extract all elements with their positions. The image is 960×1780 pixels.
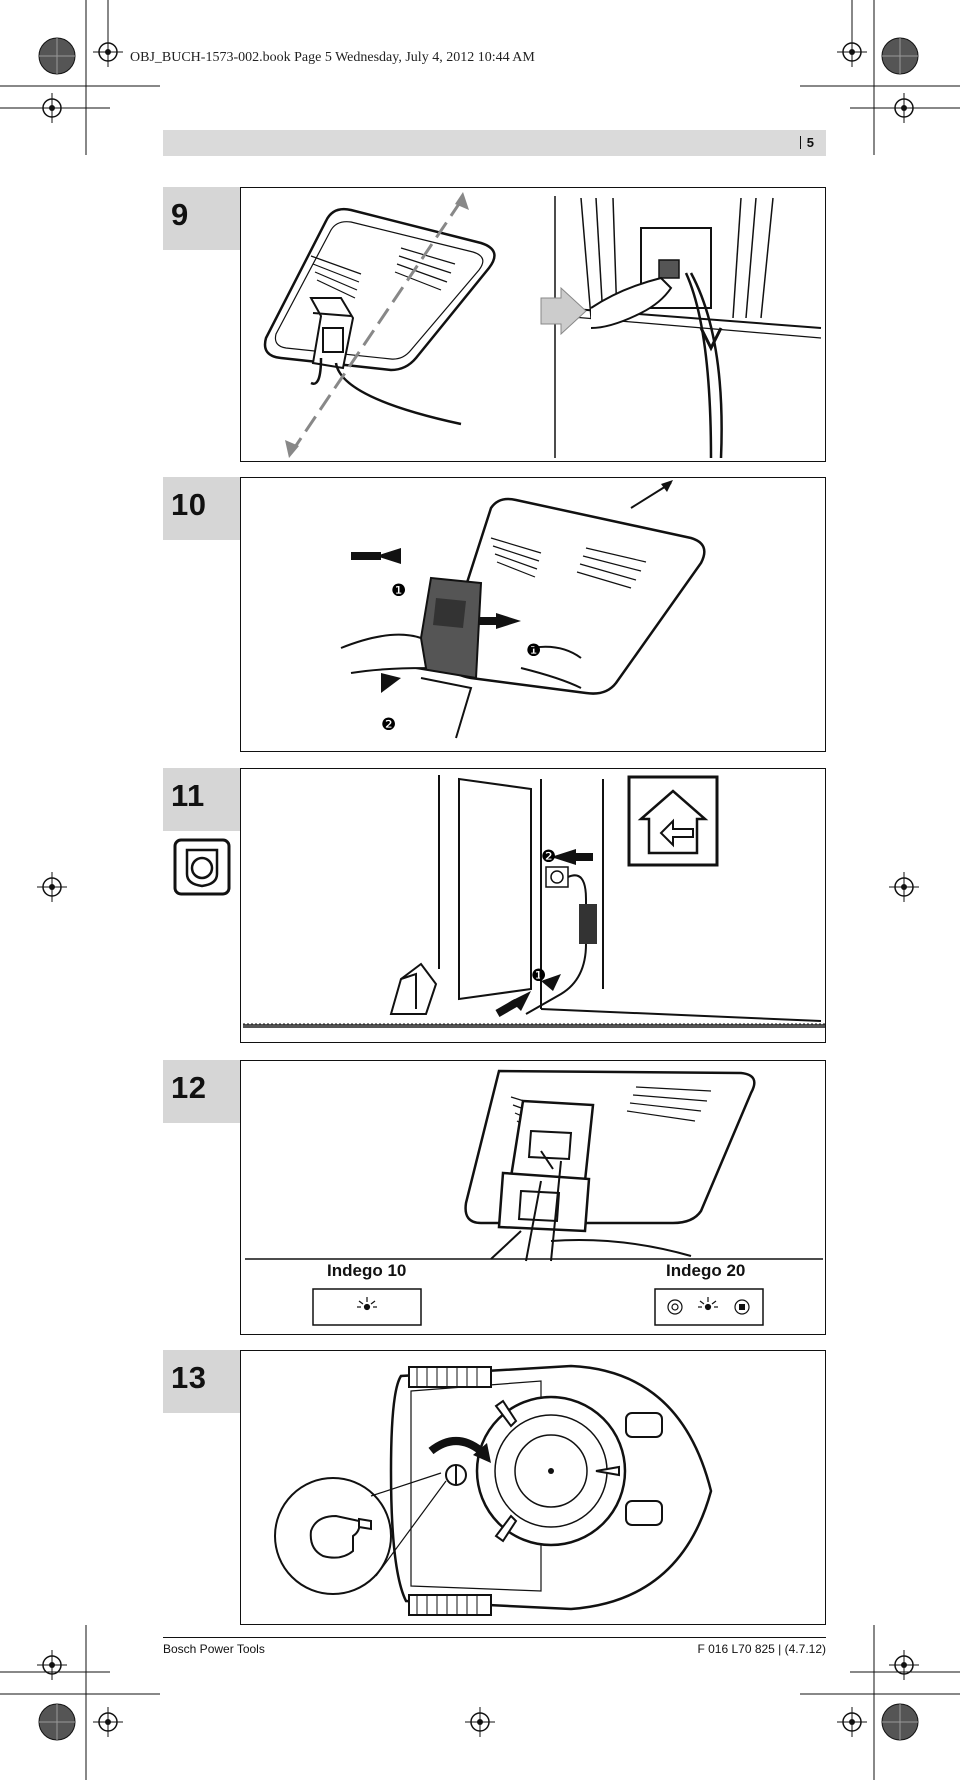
- mower-underside-blade-disc-figure: [274, 1364, 713, 1616]
- charging-station-wire-routing-figure: [263, 192, 822, 459]
- step-12-illustration: Indego 10 Indego 20: [240, 1060, 826, 1335]
- indego-20-stop-button-icon: [734, 1299, 750, 1315]
- indego-10-led-icon: [357, 1297, 377, 1311]
- step-number-9: 9: [163, 187, 240, 250]
- footer-brand: Bosch Power Tools: [163, 1642, 265, 1656]
- crosshair-mark-left-lower: [37, 1650, 67, 1680]
- crosshair-mark-right-middle: [889, 872, 919, 902]
- crosshair-mark-right-upper: [889, 93, 919, 123]
- registration-mark-top-right-dark: [881, 37, 919, 75]
- indego-20-led-icon: [698, 1297, 718, 1311]
- indego-10-indicator-panel: [312, 1288, 422, 1326]
- protection-class-icon: [173, 838, 231, 896]
- callout-1-station: ❶: [531, 966, 546, 986]
- step-13-illustration: [240, 1350, 826, 1625]
- crosshair-mark-left-upper: [37, 93, 67, 123]
- step-number-12: 12: [163, 1060, 240, 1123]
- wheel-top: [408, 1366, 492, 1388]
- step-number-13: 13: [163, 1350, 240, 1413]
- indego-20-indicator-panel: [654, 1288, 764, 1326]
- callout-2: ❷: [381, 715, 396, 735]
- crosshair-mark-bottom-center: [465, 1707, 495, 1737]
- print-slug: OBJ_BUCH-1573-002.book Page 5 Wednesday,…: [130, 50, 535, 65]
- crosshair-mark-top-right: [837, 37, 867, 67]
- indego-20-label: Indego 20: [666, 1261, 746, 1280]
- footer-rule: [163, 1637, 826, 1638]
- registration-mark-top-left-dark: [38, 37, 76, 75]
- charging-station-led-figure: [245, 1069, 823, 1326]
- callout-2-socket: ❷: [541, 847, 556, 867]
- crosshair-mark-right-lower: [889, 1650, 919, 1680]
- registration-mark-bottom-left-dark: [38, 1703, 76, 1741]
- power-supply-connection-figure: ❷ ❶: [243, 775, 825, 1028]
- indego-20-home-button-icon: [667, 1299, 683, 1315]
- blade: [595, 1465, 620, 1477]
- callout-1-right: ❶: [526, 641, 541, 661]
- indego-10-label: Indego 10: [327, 1261, 407, 1280]
- blade: [494, 1399, 518, 1428]
- blade: [494, 1514, 518, 1543]
- crosshair-mark-bottom-left: [93, 1707, 123, 1737]
- wheel-bottom: [408, 1594, 492, 1616]
- step-10-illustration: ❶ ❶ ❷: [240, 477, 826, 752]
- step-number-11: 11: [163, 768, 240, 831]
- step-11-illustration: ❷ ❶: [240, 768, 826, 1043]
- footer-document-number: F 016 L70 825 | (4.7.12): [697, 1642, 826, 1656]
- step-9-illustration: [240, 187, 826, 462]
- crosshair-mark-top-left: [93, 37, 123, 67]
- step-number-10: 10: [163, 477, 240, 540]
- registration-mark-bottom-right-dark: [881, 1703, 919, 1741]
- charging-station-lid-removal-figure: ❶ ❶ ❷: [340, 480, 706, 739]
- page-number: 5: [800, 135, 826, 150]
- crosshair-mark-left-middle: [37, 872, 67, 902]
- crosshair-mark-bottom-right: [837, 1707, 867, 1737]
- page-header-band: 5: [163, 130, 826, 156]
- callout-1-left: ❶: [391, 581, 406, 601]
